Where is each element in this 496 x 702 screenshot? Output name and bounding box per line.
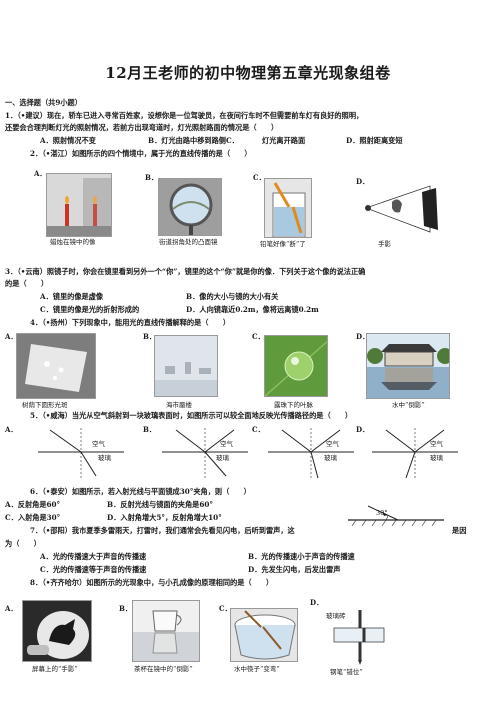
q8-caption-d: 钢笔“错位” (330, 668, 363, 676)
q4-label-c[interactable]: C． (252, 332, 265, 341)
q5-label-a[interactable]: A． (5, 425, 18, 434)
q8-caption-c: 水中筷子“变弯” (234, 665, 280, 673)
q7-option-c[interactable]: C．光的传播速等于声音的传播速 (40, 565, 147, 574)
q2-image-convex-mirror (158, 178, 222, 236)
q4-caption-c: 露珠下的叶脉 (274, 401, 313, 409)
q6-option-c[interactable]: C．入射角是30° (5, 513, 61, 522)
q1-option-d[interactable]: D．照射距离变短 (346, 136, 403, 145)
q5-c-air-label: 空气 (326, 440, 339, 448)
q2-image-candle-mirror (46, 173, 112, 237)
q5-diagram-c: 空气 玻璃 (266, 424, 356, 480)
q6-option-b[interactable]: B．反射光线与镜面的夹角是60° (107, 500, 213, 509)
q2-label-d[interactable]: D． (356, 177, 370, 186)
q4-label-a[interactable]: A． (5, 332, 18, 341)
q4-label-b[interactable]: B． (143, 332, 156, 341)
q5-label-c[interactable]: C． (252, 425, 265, 434)
q5-stem: 5．（•威海）当光从空气斜射到一块玻璃表面时，如图所示可以较全面地反映光传播路径… (30, 411, 353, 420)
q2-caption-c: 铅笔好像“断”了 (260, 240, 306, 248)
q4-image-reflection (366, 333, 450, 399)
q5-d-glass-label: 玻璃 (430, 454, 443, 462)
q1-stem-line2: 还要会合理判断灯光的照射情况，若前方出现弯道时，灯光照射路面的情况是（ ） (5, 123, 279, 132)
q3-option-a[interactable]: A．镜里的像是虚像 (40, 292, 104, 301)
q6-option-a[interactable]: A．反射角是60° (5, 500, 61, 509)
q8-label-b[interactable]: B． (119, 604, 132, 613)
q2-image-hand-shadow (364, 182, 444, 236)
q8-stem: 8．（•齐齐哈尔）如图所示的光现象中，与小孔成像的原理相同的是（ ） (30, 578, 274, 587)
q7-stem-tail: 是因 (452, 526, 467, 535)
q2-caption-b: 街道拐角处的凸面镜 (159, 238, 218, 246)
q4-label-d[interactable]: D． (356, 332, 370, 341)
q4-caption-a: 树荫下圆形光斑 (22, 401, 68, 409)
q3-stem-line1: 3．（•云南）照镜子时，你会在镜里看到另外一个“你”，镜里的这个“你”就是你的像… (5, 267, 366, 276)
q5-b-air-label: 空气 (220, 440, 233, 448)
q5-a-glass-label: 玻璃 (98, 454, 111, 462)
q5-label-b[interactable]: B． (143, 425, 156, 434)
q8-image-hand-shadow (22, 600, 92, 662)
q2-label-a[interactable]: A． (34, 169, 47, 178)
q2-caption-d: 手影 (378, 240, 391, 248)
q4-caption-d: 水中“倒影” (392, 401, 425, 409)
q4-stem: 4．（•扬州）下列现象中，能用光的直线传播解释的是（ ） (30, 318, 231, 327)
q6-angle-label: 30° (376, 509, 388, 517)
q8-label-a[interactable]: A． (5, 604, 18, 613)
q5-a-air-label: 空气 (92, 440, 105, 448)
q2-image-pencil-water (264, 178, 312, 238)
q3-option-b[interactable]: B．像的大小与镜的大小有关 (186, 292, 279, 301)
q7-stem-line2: 为（ ） (5, 539, 41, 548)
q5-c-glass-label: 玻璃 (324, 454, 337, 462)
q8-caption-b: 茶杯在镜中的“倒影” (134, 665, 193, 673)
q3-stem-line2: 的是（ ） (5, 279, 49, 288)
page-title: 12月王老师的初中物理第五章光现象组卷 (105, 64, 391, 82)
q5-diagram-d: 空气 玻璃 (370, 424, 460, 480)
q8-caption-a: 屏幕上的“手影” (32, 665, 78, 673)
q1-stem-line1: 1．（•建议）现在，轿车已进入寻常百姓家，设想你是一位驾驶员，在夜间行车时不但需… (5, 111, 364, 120)
q7-option-a[interactable]: A．光的传播速大于声音的传播速 (40, 552, 147, 561)
q5-label-d[interactable]: D． (356, 425, 370, 434)
q7-stem-line1: 7．（•邵阳）我市夏季多雷雨天，打雷时，我们通常会先看见闪电，后听到雷声，这 (30, 526, 295, 535)
q2-label-b[interactable]: B． (145, 173, 158, 182)
q3-option-c[interactable]: C．镜里的像是光的折射形成的 (40, 305, 140, 314)
q4-image-light-spots (16, 333, 96, 399)
q8-glass-label: 玻璃砖 (326, 612, 346, 620)
q1-option-a[interactable]: A．照射情况不变 (40, 136, 96, 145)
q6-stem: 6．（•泰安）如图所示，若入射光线与平面镜成30°夹角，则（ ） (30, 487, 251, 496)
q7-option-d[interactable]: D．先发生闪电，后发出雷声 (248, 565, 341, 574)
q4-image-dew-leaf (264, 335, 328, 397)
q5-diagram-b: 空气 玻璃 (160, 424, 250, 480)
q5-d-air-label: 空气 (430, 440, 443, 448)
q6-mirror-diagram: 30° (346, 496, 446, 530)
q8-image-bent-chopstick (230, 608, 298, 662)
q8-image-pen-glass: 玻璃砖 (324, 608, 396, 666)
section-heading: 一、选择题（共9小题） (5, 98, 82, 107)
q2-label-c[interactable]: C． (253, 173, 266, 182)
q8-label-c[interactable]: C． (219, 604, 232, 613)
q4-image-mirage (154, 335, 218, 397)
q2-stem: 2．（•湛江）如图所示的四个情境中，属于光的直线传播的是（ ） (30, 149, 252, 158)
q7-option-b[interactable]: B．光的传播速小于声音的传播速 (248, 552, 355, 561)
q5-b-glass-label: 玻璃 (216, 454, 229, 462)
q6-option-d[interactable]: D．入射角增大5°，反射角增大10° (107, 513, 222, 522)
q2-caption-a: 蜡烛在镜中的像 (50, 238, 96, 246)
q4-caption-b: 海市蜃楼 (166, 401, 192, 409)
q3-option-d[interactable]: D．人向镜靠近0.2m，像将远离镜0.2m (186, 305, 319, 314)
q8-label-d[interactable]: D． (310, 598, 324, 607)
q1-option-b[interactable]: B．灯光由路中移到路侧C． (148, 136, 239, 145)
q1-option-c[interactable]: 灯光离开路面 (262, 136, 306, 145)
q5-diagram-a: 空气 玻璃 (36, 424, 126, 480)
q8-image-cup-reflection (132, 600, 200, 662)
